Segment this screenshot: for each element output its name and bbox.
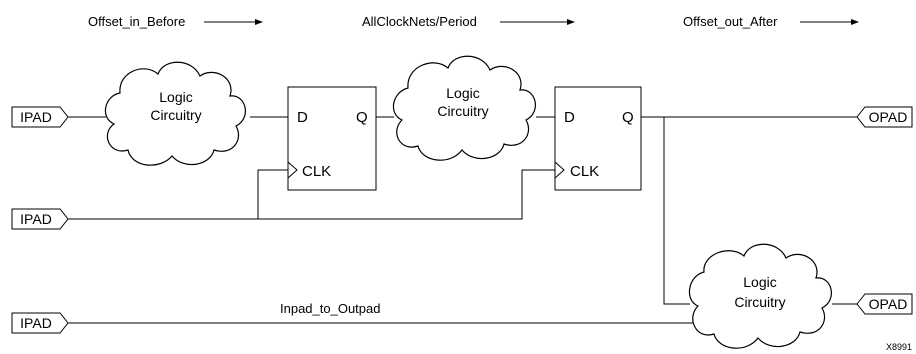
flipflop-2-q: Q bbox=[622, 109, 634, 126]
flipflop-2-clock-triangle bbox=[554, 161, 565, 179]
flipflop-1: D Q CLK bbox=[287, 86, 377, 191]
ipad-clock: IPAD bbox=[11, 208, 69, 230]
logic-cloud-left: Logic Circuitry bbox=[104, 61, 246, 166]
ipad-top-label: IPAD bbox=[20, 109, 52, 125]
logic-cloud-lower: Logic Circuitry bbox=[688, 243, 832, 349]
flipflop-1-body bbox=[287, 86, 377, 191]
opad-bottom: OPAD bbox=[856, 293, 913, 315]
label-offset-in-before: Offset_in_Before bbox=[88, 14, 185, 29]
label-offset-out-after: Offset_out_After bbox=[683, 14, 778, 29]
logic-cloud-middle-line1: Logic bbox=[446, 85, 479, 101]
logic-cloud-lower-line1: Logic bbox=[743, 274, 776, 290]
logic-cloud-left-line1: Logic bbox=[159, 89, 192, 105]
logic-cloud-middle: Logic Circuitry bbox=[392, 55, 536, 161]
wire-clk-to-ff1 bbox=[257, 169, 288, 219]
logic-cloud-middle-line2: Circuitry bbox=[437, 103, 488, 119]
logic-cloud-left-line2: Circuitry bbox=[150, 107, 201, 123]
flipflop-1-d: D bbox=[297, 109, 308, 126]
opad-top-label: OPAD bbox=[869, 109, 908, 125]
opad-top: OPAD bbox=[856, 106, 913, 128]
flipflop-1-q: Q bbox=[356, 109, 368, 126]
flipflop-2-body bbox=[554, 86, 642, 191]
flipflop-1-clock-triangle bbox=[287, 161, 298, 179]
ipad-bottom: IPAD bbox=[11, 312, 69, 334]
ipad-clock-label: IPAD bbox=[20, 211, 52, 227]
logic-cloud-lower-line2: Circuitry bbox=[734, 294, 785, 310]
flipflop-2-d: D bbox=[564, 109, 575, 126]
flipflop-1-clk: CLK bbox=[302, 163, 331, 180]
label-allclocknets-period: AllClockNets/Period bbox=[362, 14, 477, 29]
ipad-bottom-label: IPAD bbox=[20, 315, 52, 331]
label-inpad-to-outpad: Inpad_to_Outpad bbox=[280, 301, 380, 316]
opad-bottom-label: OPAD bbox=[869, 296, 908, 312]
wire-clk-to-ff2 bbox=[68, 169, 555, 220]
ipad-top: IPAD bbox=[11, 106, 69, 128]
flipflop-2: D Q CLK bbox=[554, 86, 642, 191]
flipflop-2-clk: CLK bbox=[570, 163, 599, 180]
figure-id: X8991 bbox=[886, 342, 912, 352]
wire-ff2-q-to-lower-logic bbox=[641, 116, 690, 305]
